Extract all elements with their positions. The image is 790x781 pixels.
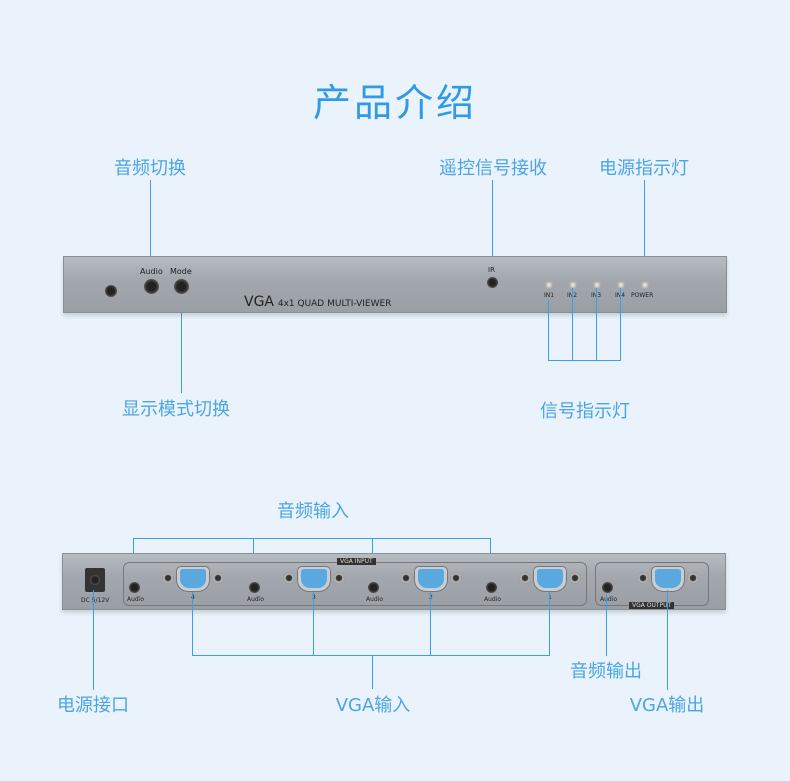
audio-label: Audio [140,267,163,276]
led-power [641,281,649,289]
page-title: 产品介绍 [312,81,477,125]
leader-line [492,180,493,280]
vga-output-port [637,566,699,592]
mode-label: Mode [170,267,192,276]
leader-line [313,592,314,656]
model-name: VGA 4x1 QUAD MULTI-VIEWER [244,294,391,310]
leader-line [548,300,549,361]
bracket-line [548,360,621,361]
callout-power-indicator: 电源指示灯 [599,158,689,179]
leader-line [150,180,151,284]
led-in3 [593,281,601,289]
leader-line [93,590,94,690]
ir-sensor-icon [487,277,498,288]
callout-signal-indicator: 信号指示灯 [540,401,630,422]
vga-input-label: VGA INPUT [337,558,376,565]
front-panel: Audio Mode VGA 4x1 QUAD MULTI-VIEWER IR … [63,256,727,313]
audio-button[interactable] [144,279,159,294]
vga-input-port-1 [519,566,581,592]
audio-out-jack [602,582,613,593]
leader-line [644,180,645,282]
power-label: POWER [631,292,654,299]
in1-label: IN1 [544,292,555,299]
vga-input-port-2 [400,566,462,592]
leader-line [620,288,621,361]
audio-label: Audio [247,596,265,603]
bracket-line [133,538,491,539]
vga-input-port-3 [283,566,345,592]
audio-in-jack-3 [249,582,260,593]
callout-audio-output: 音频输出 [570,661,642,682]
callout-vga-input: VGA输入 [335,695,411,716]
led-in4 [617,281,625,289]
bracket-line [192,655,550,656]
audio-label: Audio [366,596,384,603]
leader-line [372,655,373,689]
audio-label: Audio [127,596,145,603]
leader-line [596,288,597,361]
callout-display-mode-switch: 显示模式切换 [122,399,230,420]
callout-vga-output: VGA输出 [629,695,705,716]
leader-line [192,592,193,656]
callout-audio-input: 音频输入 [277,501,349,522]
leader-line [667,590,668,690]
brand-text: VGA [244,294,275,310]
mode-button[interactable] [174,279,189,294]
ir-label: IR [488,266,495,274]
headphone-jack-icon [105,285,117,297]
callout-power-port: 电源接口 [57,695,129,716]
leader-line [549,592,550,656]
audio-in-jack-1 [486,582,497,593]
audio-label: Audio [484,596,502,603]
leader-line [572,288,573,361]
dc-label: DC 5/12V [81,597,110,604]
leader-line [430,592,431,656]
leader-line [181,288,182,393]
model-text: 4x1 QUAD MULTI-VIEWER [277,299,392,309]
audio-label: Audio [600,596,618,603]
vga-input-port-4 [162,566,224,592]
led-in2 [569,281,577,289]
leader-line [606,594,607,656]
led-in1 [545,281,553,289]
callout-ir-receive: 遥控信号接收 [439,158,547,179]
dc-power-port [85,568,105,592]
rear-panel: DC 5/12V VGA INPUT VGA OUTPUT Audio 4 Au… [62,553,726,610]
vga-output-label: VGA OUTPUT [629,602,675,609]
audio-in-jack-2 [368,582,379,593]
audio-in-jack-4 [129,582,140,593]
callout-audio-switch: 音频切换 [114,158,186,179]
